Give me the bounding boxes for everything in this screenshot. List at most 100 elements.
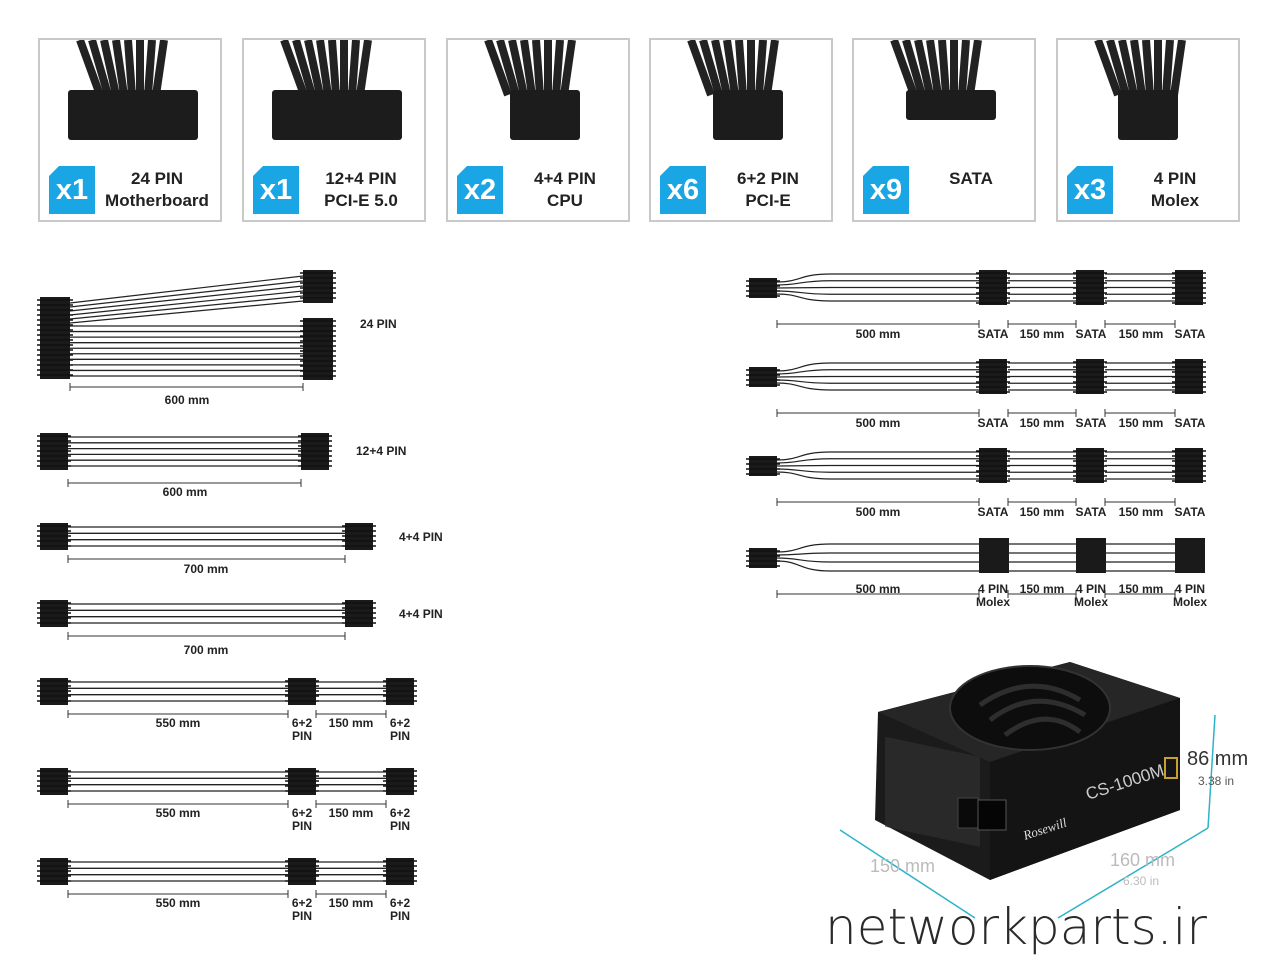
connector-end-label: 4 PIN — [1076, 582, 1106, 596]
molex-connector — [979, 538, 1009, 573]
quantity-badge: x9 — [863, 166, 909, 214]
connector-end-label: PIN — [390, 819, 410, 833]
cable-wire — [776, 560, 979, 572]
cable-wire — [69, 290, 304, 316]
length-label: 150 mm — [1020, 505, 1065, 519]
connector — [749, 367, 777, 387]
connector-end-label: Molex — [1173, 595, 1207, 609]
cable-wire — [776, 286, 979, 289]
connector-end-label: PIN — [390, 729, 410, 743]
cable-wire — [776, 375, 979, 378]
length-label: 550 mm — [156, 716, 201, 730]
cable-wire — [776, 369, 979, 375]
cable-label: 4+4 PIN — [399, 530, 443, 544]
length-label: 550 mm — [156, 806, 201, 820]
connector-end-label: PIN — [292, 819, 312, 833]
cable-wire — [776, 552, 979, 556]
cable-wire — [776, 273, 979, 283]
watermark: networkparts.ir — [825, 898, 1207, 956]
connector-end-label: Molex — [1074, 595, 1108, 609]
cable-wire — [776, 464, 979, 467]
quantity-badge: x2 — [457, 166, 503, 214]
connector-end-label: Molex — [976, 595, 1010, 609]
cable-wire — [69, 285, 304, 312]
cable-wire — [776, 379, 979, 384]
length-label: 700 mm — [184, 643, 229, 657]
quantity-badge: x1 — [49, 166, 95, 214]
connector-photo — [687, 40, 783, 140]
80plus-gold-badge — [1164, 757, 1178, 779]
connector — [749, 456, 777, 476]
connector-end-label: SATA — [1076, 327, 1107, 341]
cable-wire — [776, 458, 979, 464]
width-mm: 150 mm — [870, 856, 936, 876]
connector-end-label: 6+2 — [390, 716, 411, 730]
connector-end-label: 4 PIN — [1175, 582, 1205, 596]
connector-end-label: PIN — [292, 729, 312, 743]
connector-end-label: SATA — [1076, 416, 1107, 430]
connector — [749, 278, 777, 298]
connector-end-label: SATA — [1175, 505, 1206, 519]
cable-wire — [69, 275, 304, 304]
quantity-badge: x6 — [660, 166, 706, 214]
cable-wire — [776, 471, 979, 480]
connector-end-label: 6+2 — [292, 806, 313, 820]
cable-label: 12+4 PIN — [356, 444, 406, 458]
depth-mm: 160 mm — [1110, 850, 1176, 870]
connector — [303, 318, 333, 380]
connector-photo — [272, 40, 402, 140]
length-label: 500 mm — [856, 505, 901, 519]
length-label: 150 mm — [1020, 327, 1065, 341]
length-label: 500 mm — [856, 416, 901, 430]
length-label: 600 mm — [163, 485, 208, 499]
dimension-lines — [839, 714, 1216, 919]
length-label: 550 mm — [156, 896, 201, 910]
cable-wire — [776, 543, 979, 553]
connector-end-label: SATA — [978, 416, 1009, 430]
cable-wire — [776, 468, 979, 473]
length-label: 500 mm — [856, 327, 901, 341]
length-label: 500 mm — [856, 582, 901, 596]
connector-end-label: SATA — [978, 505, 1009, 519]
quantity-badge: x1 — [253, 166, 299, 214]
cable-wire — [776, 280, 979, 286]
psu-drawing: Rosewill CS-1000M — [839, 662, 1216, 919]
cable-wire — [69, 300, 304, 324]
connector-label: SATA — [949, 169, 993, 188]
cable-label: 24 PIN — [360, 317, 397, 331]
connector-end-label: 6+2 — [390, 806, 411, 820]
cable-wire — [69, 295, 304, 320]
height-in: 3.38 in — [1198, 774, 1235, 788]
length-label: 150 mm — [329, 896, 374, 910]
length-label: 150 mm — [1020, 582, 1065, 596]
connector-photo — [890, 40, 996, 120]
cable-wire — [776, 382, 979, 391]
cable-wire — [69, 280, 304, 308]
length-label: 150 mm — [1119, 327, 1164, 341]
length-label: 700 mm — [184, 562, 229, 576]
psu-product-image: Rosewill CS-1000M 86 mm 3.38 in 160 mm 6… — [830, 650, 1250, 940]
cable-wire — [776, 290, 979, 295]
connector-end-label: 6+2 — [292, 716, 313, 730]
connector-end-label: SATA — [1175, 416, 1206, 430]
connector-end-label: 6+2 — [390, 896, 411, 910]
depth-in: 6.30 in — [1123, 874, 1160, 888]
quantity-badge: x3 — [1067, 166, 1113, 214]
connector-end-label: 4 PIN — [978, 582, 1008, 596]
connector-end-label: SATA — [978, 327, 1009, 341]
height-mm: 86 mm — [1187, 748, 1249, 770]
connector-photo — [484, 40, 580, 140]
length-label: 600 mm — [165, 393, 210, 407]
length-label: 150 mm — [1119, 416, 1164, 430]
connector-photo — [1094, 40, 1186, 140]
molex-connector — [1076, 538, 1106, 573]
connector-tile: x9 SATA — [852, 38, 1036, 222]
